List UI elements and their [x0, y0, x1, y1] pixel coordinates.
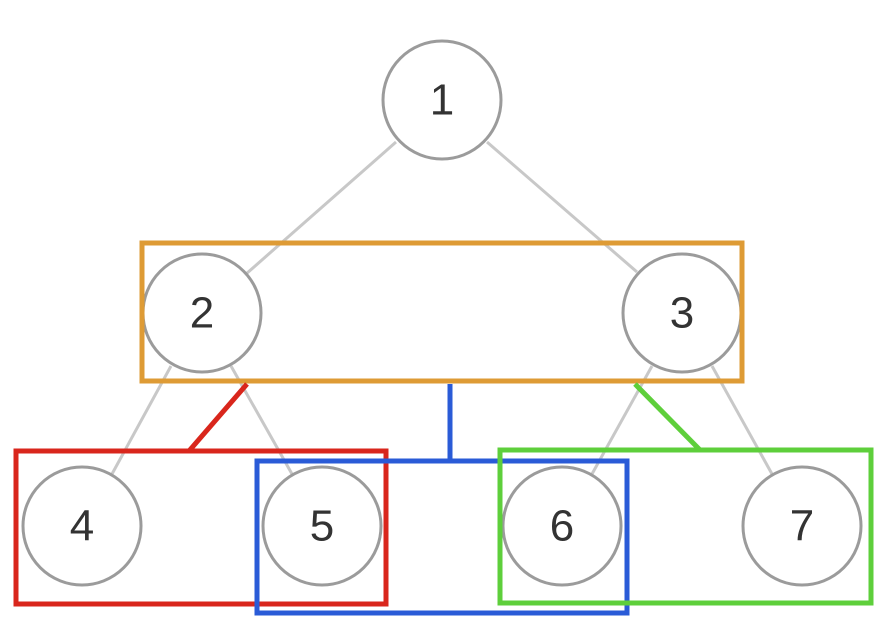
node-1-label: 1	[430, 76, 454, 125]
node-2: 2	[141, 252, 263, 374]
group-connector-4-5	[187, 382, 249, 453]
edge-3-6	[590, 365, 654, 475]
edge-1-2	[245, 140, 397, 276]
node-5-label: 5	[310, 502, 334, 551]
edges	[110, 140, 774, 475]
node-2-label: 2	[190, 289, 214, 338]
edge-2-5	[229, 365, 294, 475]
node-4-label: 4	[70, 502, 94, 551]
node-6-label: 6	[550, 502, 574, 551]
node-7: 7	[741, 465, 863, 587]
group-box-5-6	[254, 458, 630, 616]
edge-1-3	[486, 140, 638, 274]
node-6: 6	[501, 465, 623, 587]
group-box-6-7	[497, 447, 874, 606]
group-box-2-3	[139, 240, 745, 384]
node-1: 1	[381, 39, 503, 161]
edge-2-4	[110, 365, 173, 475]
edge-3-7	[710, 365, 774, 475]
group-connector-6-7	[633, 382, 702, 452]
node-3: 3	[621, 252, 743, 374]
node-3-label: 3	[670, 289, 694, 338]
groups	[13, 240, 874, 616]
node-4: 4	[21, 465, 143, 587]
node-5: 5	[261, 465, 383, 587]
group-box-4-5	[13, 448, 389, 607]
node-7-label: 7	[790, 502, 814, 551]
nodes: 1 2 3 4 5 6 7	[21, 39, 863, 587]
